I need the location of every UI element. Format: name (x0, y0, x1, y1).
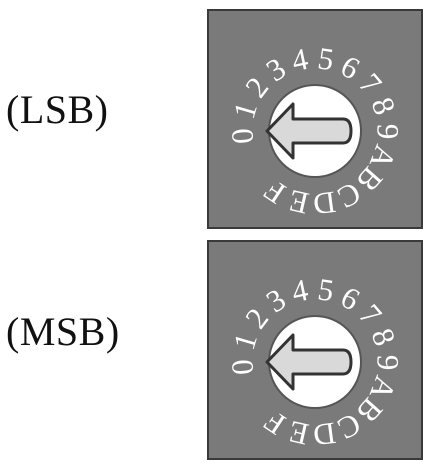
lsb-dial-char-7: 7 (352, 66, 389, 101)
msb-dial-char-8: 8 (365, 324, 403, 351)
lsb-dial-char-1: 1 (226, 98, 264, 123)
lsb-dial-char-F: F (258, 173, 292, 212)
lsb-dial-char-0: 0 (224, 127, 260, 145)
lsb-dial-char-9: 9 (370, 124, 405, 140)
left-arrow-icon (265, 333, 353, 391)
msb-label: (MSB) (6, 309, 120, 354)
msb-dial-char-3: 3 (260, 281, 292, 319)
msb-dial-char-9: 9 (370, 355, 405, 371)
lsb-dial-char-4: 4 (289, 41, 312, 79)
left-arrow-icon (265, 102, 353, 160)
lsb-dial-char-3: 3 (260, 50, 292, 88)
msb-dial-char-4: 4 (289, 272, 312, 310)
lsb-dial-char-E: E (285, 183, 311, 221)
lsb-dial-char-D: D (311, 185, 338, 223)
msb-dial-char-F: F (258, 404, 292, 443)
msb-dial-char-E: E (285, 414, 311, 452)
msb-dial-char-D: D (311, 416, 338, 454)
msb-dial-char-0: 0 (224, 358, 260, 376)
msb-dial-char-5: 5 (316, 271, 337, 308)
lsb-label: (LSB) (6, 87, 109, 132)
msb-dial-char-7: 7 (352, 297, 389, 332)
lsb-dial-char-5: 5 (316, 40, 337, 77)
msb-dial-char-1: 1 (226, 329, 264, 354)
lsb-dial-char-8: 8 (365, 93, 403, 120)
